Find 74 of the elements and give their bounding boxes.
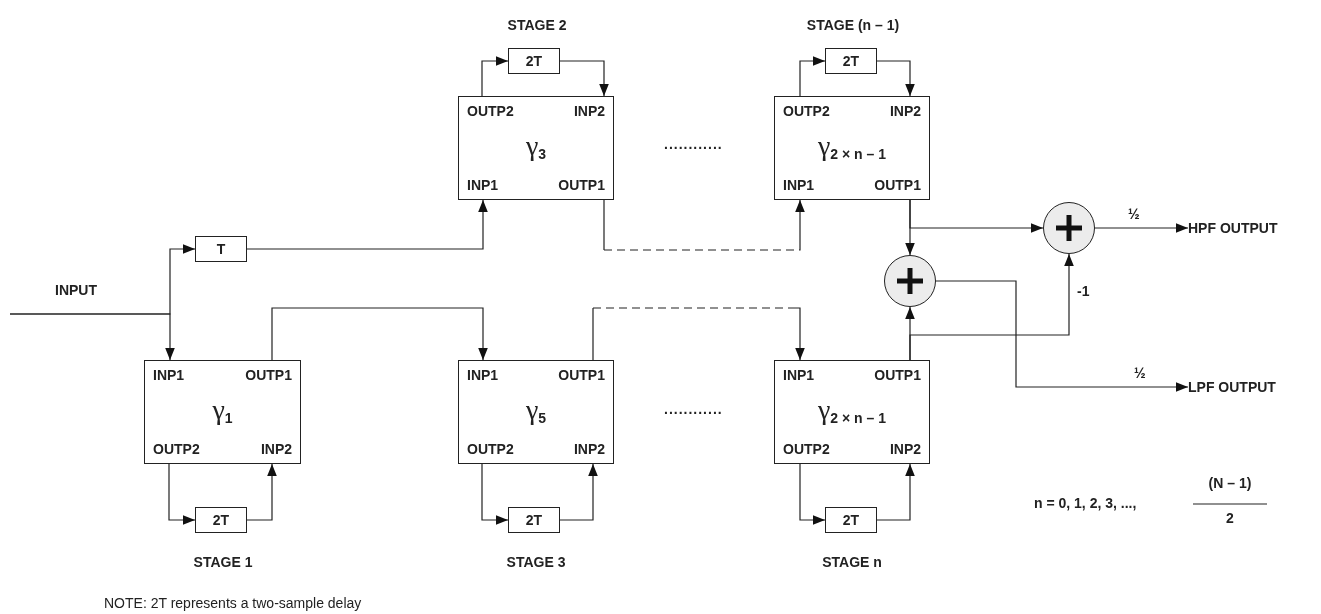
port-label: OUTP2 — [467, 441, 514, 457]
arrow — [559, 463, 598, 521]
ellipsis: ............ — [664, 400, 723, 418]
stage-label: STAGE n — [821, 553, 883, 571]
summing-junction — [884, 255, 936, 307]
coefficient-label: γ$_{2 × n – 1}$ — [817, 131, 887, 164]
arrow — [1094, 223, 1189, 233]
filter-stage-box — [144, 360, 301, 464]
arrow — [909, 199, 1044, 233]
filter-stage-box — [458, 96, 614, 200]
coefficient-label: γ$_{5}$ — [524, 395, 548, 428]
stage-label: STAGE (n – 1) — [805, 16, 901, 34]
port-label: OUTP2 — [153, 441, 200, 457]
port-label: INP1 — [783, 367, 815, 383]
delay-box: T — [195, 236, 247, 262]
arrow — [481, 463, 509, 525]
formula-numerator: (N – 1) — [1207, 474, 1253, 492]
port-label: INP2 — [573, 441, 605, 457]
arrow — [876, 463, 915, 521]
arrow — [246, 463, 277, 521]
delay-box: 2T — [508, 48, 560, 74]
port-label: INP2 — [889, 441, 921, 457]
arrow — [271, 307, 488, 361]
delay-box: 2T — [825, 507, 877, 533]
port-label: OUTP1 — [558, 177, 605, 193]
port-label: INP1 — [783, 177, 815, 193]
filter-stage-box — [458, 360, 614, 464]
port-label: OUTP1 — [558, 367, 605, 383]
arrow — [799, 56, 826, 97]
coefficient-label: γ$_{3}$ — [524, 131, 548, 164]
filter-stage-box — [774, 96, 930, 200]
ellipsis: ............ — [664, 135, 723, 153]
filter-stage-box — [774, 360, 930, 464]
port-label: OUTP1 — [874, 177, 921, 193]
arrow — [876, 60, 915, 97]
edge-label: INPUT — [55, 282, 97, 298]
port-label: OUTP1 — [874, 367, 921, 383]
port-label: INP2 — [260, 441, 292, 457]
arrow — [559, 60, 609, 97]
stage-label: STAGE 2 — [506, 16, 568, 34]
arrow — [481, 56, 509, 97]
coefficient-label: γ$_{2 × n – 1}$ — [817, 395, 887, 428]
formula-text: n = 0, 1, 2, 3, ..., — [1034, 494, 1137, 512]
edge-label: ½ — [1134, 365, 1146, 381]
port-label: OUTP2 — [467, 103, 514, 119]
summing-junction — [1043, 202, 1095, 254]
delay-box: 2T — [508, 507, 560, 533]
arrow — [246, 199, 488, 250]
coefficient-label: γ$_{1}$ — [211, 395, 234, 428]
stage-label: STAGE 3 — [505, 553, 567, 571]
port-label: INP1 — [467, 367, 499, 383]
output-label: HPF OUTPUT — [1188, 218, 1318, 238]
formula-denominator: 2 — [1225, 509, 1235, 527]
arrow — [909, 253, 1074, 361]
arrow — [603, 199, 805, 251]
delay-box: 2T — [195, 507, 247, 533]
note-text: NOTE: 2T represents a two-sample delay — [104, 594, 362, 612]
port-label: INP2 — [573, 103, 605, 119]
port-label: INP2 — [889, 103, 921, 119]
edge-label: ½ — [1128, 206, 1140, 222]
arrow — [9, 244, 196, 315]
port-label: OUTP1 — [245, 367, 292, 383]
arrow — [168, 463, 196, 525]
arrow — [799, 463, 826, 525]
edge-label: -1 — [1077, 283, 1090, 299]
port-label: OUTP2 — [783, 103, 830, 119]
port-label: OUTP2 — [783, 441, 830, 457]
port-label: INP1 — [153, 367, 185, 383]
stage-label: STAGE 1 — [192, 553, 254, 571]
output-label: LPF OUTPUT — [1188, 377, 1318, 397]
port-label: INP1 — [467, 177, 499, 193]
arrow — [592, 307, 805, 361]
delay-box: 2T — [825, 48, 877, 74]
arrow — [935, 280, 1189, 392]
